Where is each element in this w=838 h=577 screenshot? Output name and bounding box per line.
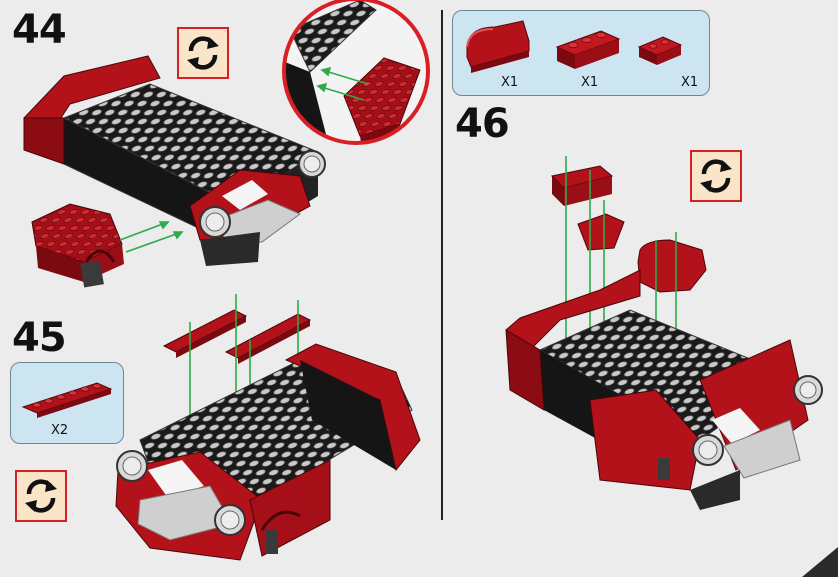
part-quantity: X1 bbox=[681, 75, 699, 90]
parts-to-place-46 bbox=[550, 165, 707, 293]
rotate-arrows-icon bbox=[25, 479, 57, 513]
car-chassis-46 bbox=[505, 269, 823, 510]
part-sub-assembly-44 bbox=[31, 203, 124, 288]
detail-inset-border bbox=[282, 0, 430, 145]
step-number-44: 44 bbox=[12, 7, 67, 53]
car-chassis-44 bbox=[23, 55, 326, 266]
step-number-46: 46 bbox=[455, 101, 510, 147]
parts-list-step-46: X1 X1 X1 bbox=[452, 10, 710, 96]
page-corner-marker bbox=[802, 547, 838, 577]
curved-slope-part bbox=[466, 20, 530, 73]
parts-list-step-45: X2 bbox=[10, 362, 124, 444]
part-quantity: X2 bbox=[51, 423, 69, 438]
assembly-guide-lines-44 bbox=[119, 221, 184, 253]
plates-to-place-45 bbox=[162, 309, 312, 364]
part-quantity: X1 bbox=[581, 75, 599, 90]
part-quantity: X1 bbox=[501, 75, 519, 90]
rotate-arrows-icon bbox=[700, 159, 732, 193]
slope-2x2-part bbox=[637, 36, 683, 65]
rotate-model-indicator bbox=[690, 150, 742, 202]
brick-1x3-part bbox=[555, 30, 621, 69]
page-divider bbox=[441, 10, 443, 520]
car-chassis-45 bbox=[115, 343, 421, 561]
rotate-model-indicator bbox=[15, 470, 67, 522]
plate-1x6-part bbox=[21, 382, 113, 418]
step-number-45: 45 bbox=[12, 315, 67, 361]
rotate-model-indicator bbox=[177, 27, 229, 79]
rotate-arrows-icon bbox=[187, 36, 219, 70]
assembly-guide-lines-44-detail bbox=[316, 66, 369, 101]
